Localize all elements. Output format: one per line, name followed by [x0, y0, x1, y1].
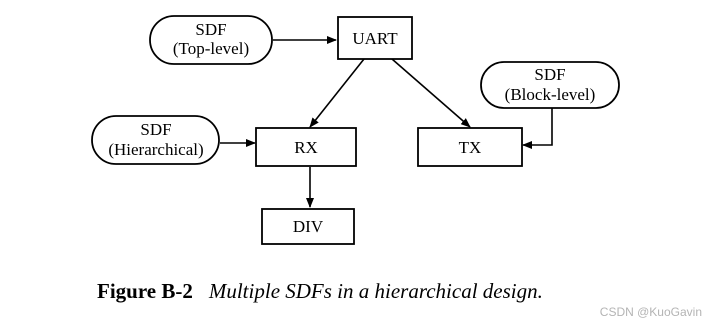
node-div-label: DIV: [293, 217, 324, 236]
watermark-text: CSDN @KuoGavin: [599, 305, 702, 319]
node-tx-label: TX: [459, 138, 482, 157]
edge-uart-to-rx: [309, 58, 365, 128]
sdf-block-level-line1: SDF: [534, 65, 565, 84]
sdf-block-level-line2: (Block-level): [505, 85, 596, 104]
node-sdf-block-level: SDF (Block-level): [480, 61, 620, 109]
node-uart: UART: [337, 16, 413, 60]
edge-sdf-block-to-tx: [522, 108, 553, 149]
node-tx: TX: [417, 127, 523, 167]
sdf-top-level-line1: SDF: [195, 20, 226, 39]
node-uart-label: UART: [352, 29, 398, 48]
figure-caption: Figure B-2 Multiple SDFs in a hierarchica…: [97, 279, 657, 304]
node-sdf-hierarchical: SDF (Hierarchical): [91, 115, 220, 165]
sdf-hierarchical-line1: SDF: [140, 120, 171, 139]
sdf-hierarchical-line2: (Hierarchical): [108, 140, 203, 159]
figure-caption-label: Figure B-2: [97, 279, 193, 303]
edge-uart-to-tx: [391, 58, 471, 128]
node-div: DIV: [261, 208, 355, 245]
node-sdf-top-level: SDF (Top-level): [149, 15, 273, 65]
node-rx: RX: [255, 127, 357, 167]
sdf-top-level-line2: (Top-level): [173, 39, 249, 58]
figure-caption-text: Multiple SDFs in a hierarchical design.: [208, 279, 543, 303]
node-rx-label: RX: [294, 138, 318, 157]
edges: [220, 36, 553, 208]
